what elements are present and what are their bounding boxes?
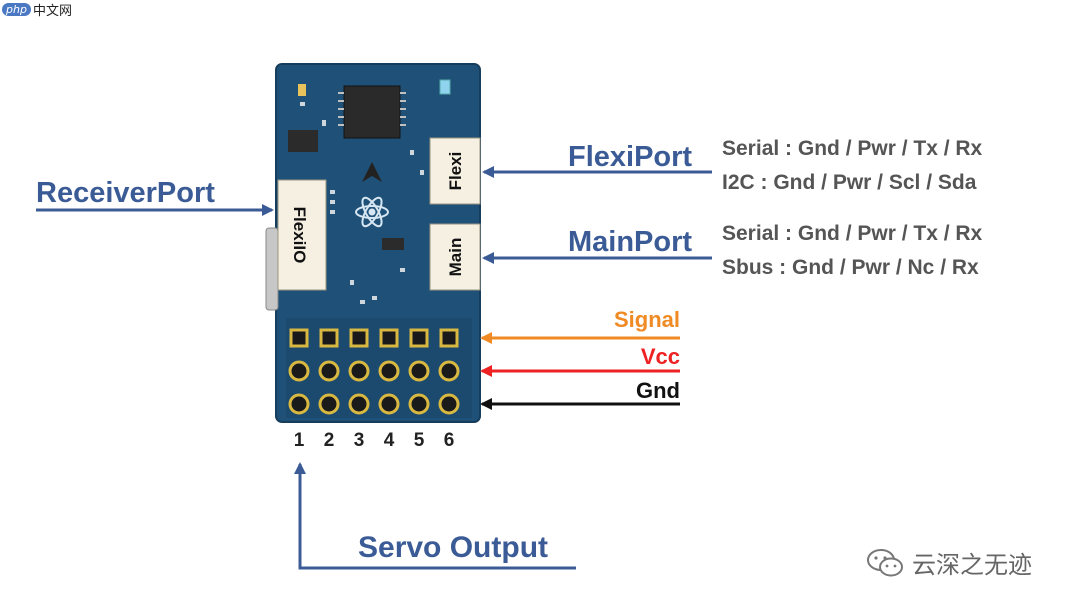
pin-number: 3 xyxy=(354,430,365,451)
main-connector-label: Main xyxy=(446,238,465,277)
servo-pin-pad xyxy=(409,328,429,348)
servo-row-gnd: Gnd xyxy=(480,378,680,410)
servo-pads xyxy=(288,328,460,415)
usb-connector xyxy=(265,227,279,311)
pin-number: 4 xyxy=(384,430,395,451)
mcu-pins xyxy=(338,92,406,126)
servo-pin-pad xyxy=(348,393,370,415)
pin-number-row: 1 2 3 4 5 6 xyxy=(294,430,455,451)
pin-number: 6 xyxy=(444,430,455,451)
led xyxy=(439,79,451,95)
vcc-label: Vcc xyxy=(641,344,680,369)
flexi-connector xyxy=(429,137,481,205)
servo-pin-pad xyxy=(318,393,340,415)
signal-label: Signal xyxy=(614,307,680,332)
pin-number: 1 xyxy=(294,430,305,451)
flexiio-connector xyxy=(277,179,327,291)
gnd-label: Gnd xyxy=(636,378,680,403)
site-watermark: php 中文网 xyxy=(2,0,72,19)
flexi-connector-label: Flexi xyxy=(446,152,465,191)
flexi-port-mode: Serial : Gnd / Pwr / Tx / Rx xyxy=(722,137,983,160)
arrow-logo-icon xyxy=(362,162,382,182)
sensor-chip xyxy=(382,238,404,250)
pin-number: 2 xyxy=(324,430,335,451)
servo-pin-pad xyxy=(349,328,369,348)
servo-pin-pad xyxy=(319,328,339,348)
servo-pin-pad xyxy=(288,360,310,382)
servo-pin-pad xyxy=(438,393,460,415)
main-port-label: MainPort xyxy=(568,226,692,258)
flexi-port-label: FlexiPort xyxy=(568,141,692,173)
servo-pin-pad xyxy=(318,360,340,382)
mcu-chip xyxy=(343,85,401,139)
flight-controller-board: Flexi Main FlexiIO xyxy=(265,63,481,423)
wechat-icon xyxy=(867,548,903,576)
main-port-mode: Serial : Gnd / Pwr / Tx / Rx xyxy=(722,222,983,245)
servo-pin-pad xyxy=(378,360,400,382)
watermark-badge: php xyxy=(2,3,31,16)
smd-parts xyxy=(300,102,424,304)
servo-pin-pad xyxy=(408,360,430,382)
servo-pin-pad xyxy=(378,393,400,415)
flexi-port-mode: I2C : Gnd / Pwr / Scl / Sda xyxy=(722,171,977,194)
servo-output-label: Servo Output xyxy=(358,531,548,564)
wechat-footer: 云深之无迹 xyxy=(866,545,1032,580)
servo-pin-pad xyxy=(438,360,460,382)
receiver-port-label: ReceiverPort xyxy=(36,177,215,209)
flexiio-connector-label: FlexiIO xyxy=(290,207,309,264)
main-port-mode: Sbus : Gnd / Pwr / Nc / Rx xyxy=(722,256,979,279)
pin-number: 5 xyxy=(414,430,425,451)
servo-pin-pad xyxy=(379,328,399,348)
servo-row-vcc: Vcc xyxy=(480,344,680,377)
capacitor xyxy=(298,84,306,96)
regulator-chip xyxy=(288,130,318,152)
servo-pin-pad xyxy=(348,360,370,382)
atom-logo-icon xyxy=(355,196,389,228)
servo-pin-pad xyxy=(439,328,459,348)
servo-output-arrow xyxy=(294,462,576,570)
servo-row-signal: Signal xyxy=(480,307,680,344)
watermark-site: 中文网 xyxy=(32,4,72,19)
wechat-account-name: 云深之无迹 xyxy=(912,551,1032,579)
main-connector xyxy=(429,223,481,291)
servo-pin-pad xyxy=(408,393,430,415)
servo-pin-pad xyxy=(288,393,310,415)
servo-pin-pad xyxy=(289,328,309,348)
